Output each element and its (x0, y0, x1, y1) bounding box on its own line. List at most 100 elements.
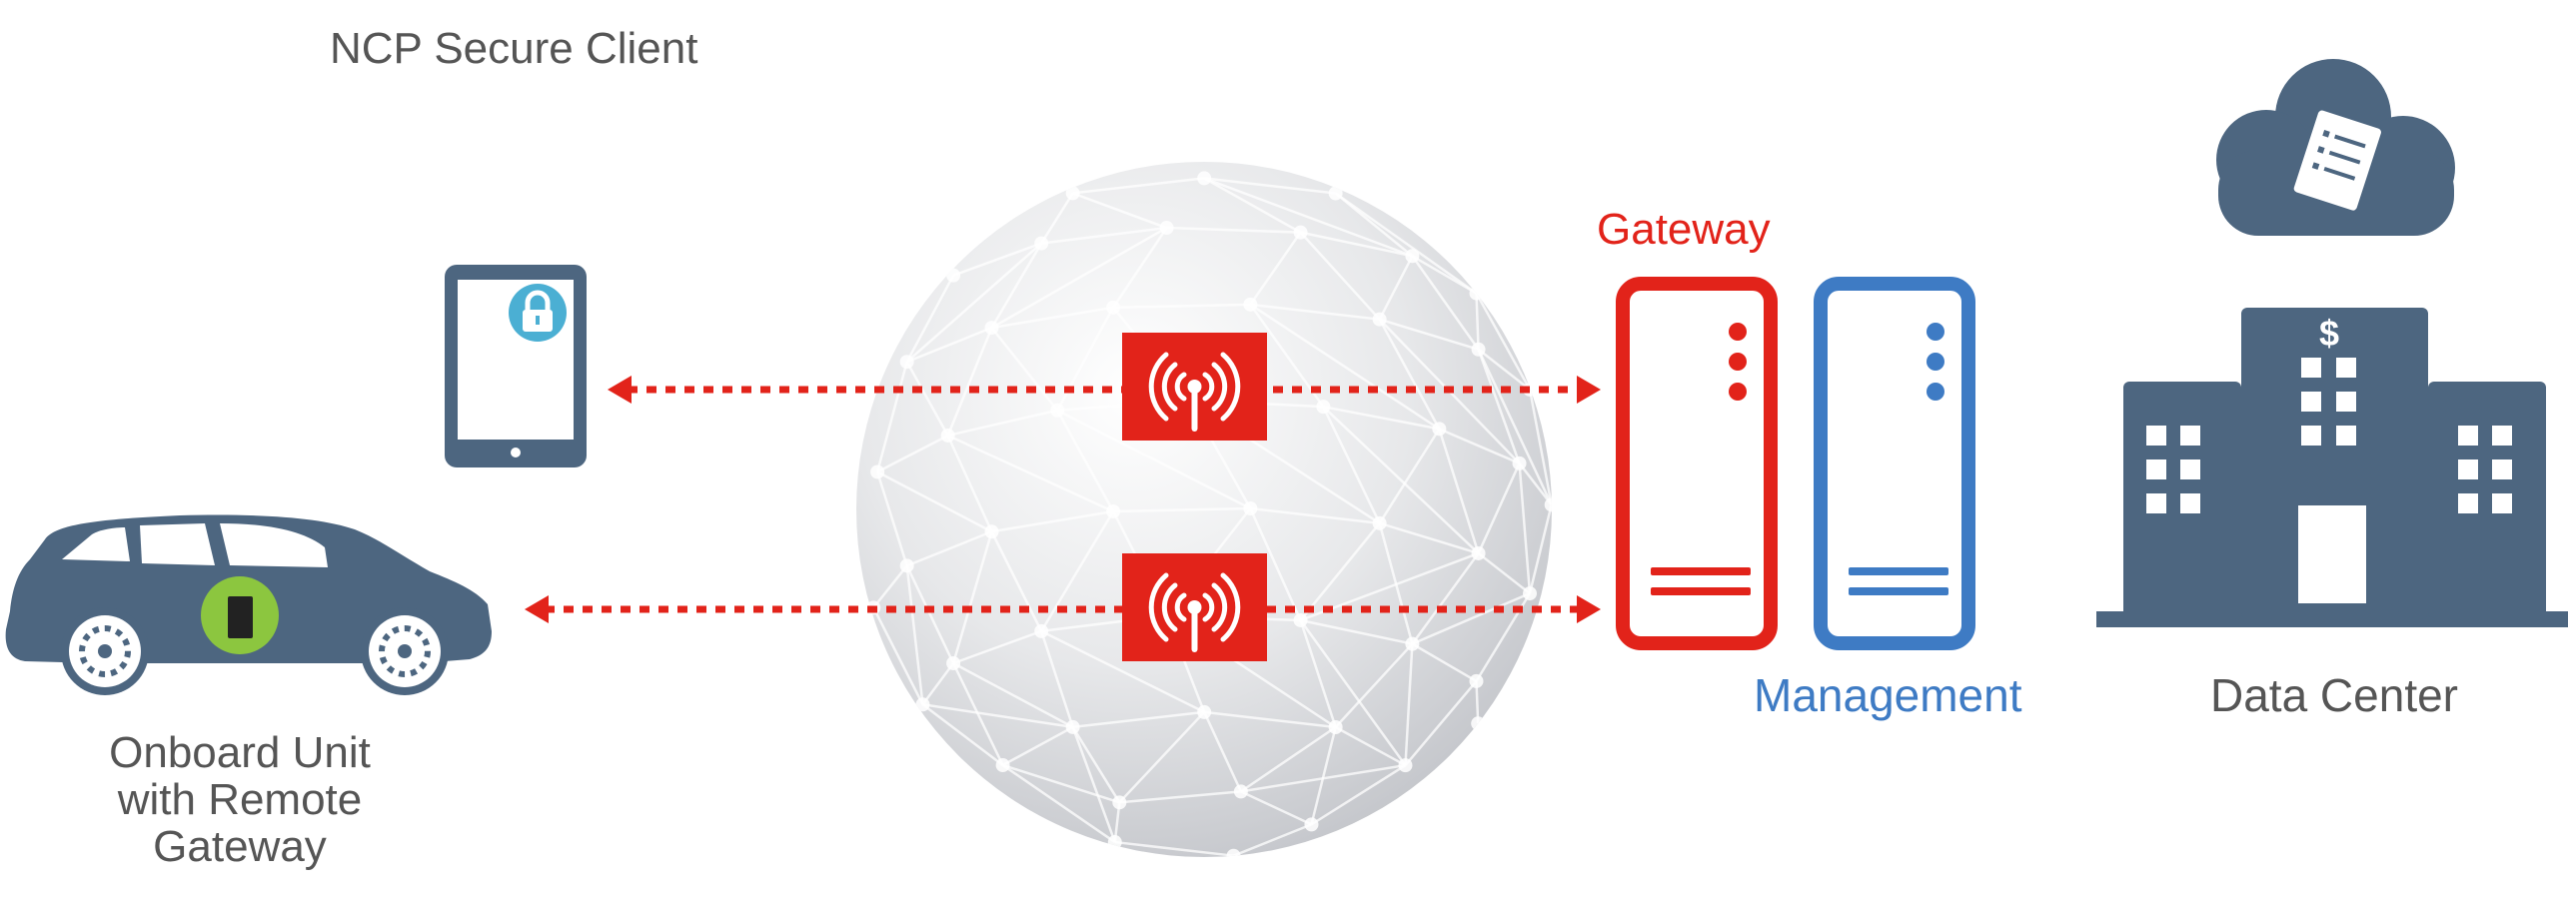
globe-mesh-line (1001, 763, 1116, 844)
globe-mesh-line (1310, 764, 1407, 826)
globe-mesh-line (875, 471, 908, 566)
globe-mesh-node (1471, 716, 1486, 731)
globe-mesh-line (1411, 591, 1531, 645)
arrow-right-icon (1577, 595, 1601, 623)
globe-mesh-line (1475, 293, 1480, 350)
globe-mesh-line (1072, 192, 1168, 230)
globe-mesh-line (990, 327, 1059, 412)
globe-mesh-node (1432, 422, 1447, 437)
globe-mesh-line (1300, 231, 1413, 258)
globe-mesh-line (1040, 629, 1205, 714)
globe-mesh-line (1477, 349, 1521, 464)
globe-mesh-line (1072, 177, 1205, 195)
globe-mesh-node (1293, 612, 1308, 627)
globe-mesh-line (952, 629, 1042, 665)
globe-mesh-line (906, 530, 992, 567)
globe-mesh-node (1233, 784, 1248, 799)
globe-mesh-node (1316, 400, 1331, 415)
globe-mesh-line (1518, 462, 1532, 594)
globe-mesh-line (1040, 192, 1074, 245)
globe-mesh-line (1113, 506, 1251, 513)
globe-mesh-line (1249, 507, 1302, 621)
globe-mesh-line (1378, 255, 1414, 321)
globe-mesh-line (952, 661, 1074, 729)
globe-mesh-line (1001, 725, 1074, 767)
globe-mesh-line (905, 361, 949, 437)
globe-mesh-line (1204, 710, 1336, 729)
globe-mesh-line (1477, 462, 1521, 554)
dollar-icon: $ (2319, 313, 2339, 354)
globe-mesh-node (1293, 225, 1308, 240)
globe-mesh-node (946, 268, 961, 283)
globe-mesh-node (1544, 497, 1552, 512)
globe-mesh-line (1114, 840, 1234, 857)
globe-mesh-line (906, 326, 992, 364)
globe-mesh-line (1477, 348, 1531, 391)
globe-mesh-line (1250, 303, 1380, 321)
globe-mesh-line (1322, 406, 1480, 554)
globe-mesh-line (1056, 410, 1115, 512)
globe-mesh-line (1528, 504, 1552, 594)
globe-mesh-line (1411, 552, 1480, 645)
globe-mesh-node (1304, 817, 1319, 832)
globe-mesh-node (1372, 515, 1387, 530)
globe-mesh-line (990, 226, 1168, 330)
globe-mesh-line (1299, 619, 1337, 728)
globe-mesh-line (1233, 823, 1312, 857)
globe-mesh-line (872, 564, 908, 609)
globe-mesh-line (1379, 318, 1479, 351)
globe-mesh-node (899, 355, 914, 370)
wireless-antenna-icon (1122, 333, 1267, 441)
onboard-label-line: Gateway (153, 822, 327, 871)
globe-mesh-line (1404, 680, 1478, 766)
globe-mesh-line (1477, 551, 1531, 595)
globe-mesh-line (1056, 409, 1251, 510)
globe-mesh-node (1106, 300, 1121, 315)
globe-mesh-node (1405, 249, 1420, 264)
globe-mesh-line (905, 275, 955, 363)
gateway-label: Gateway (1597, 205, 1771, 254)
globe-mesh-node (1471, 545, 1486, 560)
globe-mesh-node (1106, 503, 1121, 518)
globe-mesh-line (991, 306, 1114, 330)
globe-mesh-node (1112, 795, 1127, 810)
globe-mesh-line (1411, 255, 1480, 351)
globe-mesh-line (946, 435, 993, 532)
globe-mesh-line (1071, 726, 1121, 803)
globe-mesh-line (921, 703, 1004, 767)
arrow-right-icon (1577, 376, 1601, 404)
globe-mesh-line (1071, 726, 1116, 843)
globe-mesh-node (1197, 704, 1212, 719)
building-windows (2146, 358, 2512, 603)
globe-mesh-line (1113, 303, 1251, 310)
globe-mesh-node (915, 697, 930, 712)
globe-mesh-node (1471, 342, 1486, 357)
globe-mesh-line (1240, 763, 1406, 793)
globe-mesh-line (1477, 349, 1552, 505)
lock-icon (509, 284, 567, 342)
globe-mesh-line (1249, 231, 1302, 306)
globe-mesh-node (946, 655, 961, 670)
onboard-unit-icon (201, 576, 279, 654)
globe-mesh-line (905, 565, 924, 705)
globe-mesh-line (1112, 227, 1168, 309)
gateway-server-icon (1616, 277, 1778, 650)
globe-mesh-line (905, 564, 955, 664)
wireless-antenna-icon (1122, 553, 1267, 661)
globe-mesh-node (1065, 719, 1080, 734)
globe-mesh-node (1107, 835, 1122, 850)
globe-mesh-line (1118, 711, 1206, 804)
globe-mesh-line (922, 703, 1073, 729)
globe-mesh-line (946, 327, 993, 437)
globe-mesh-node (1243, 500, 1258, 515)
internet-globe (856, 162, 1552, 857)
globe-mesh-line (1240, 790, 1312, 826)
cloud-document-icon (2216, 59, 2455, 236)
globe-mesh-line (1203, 177, 1302, 234)
globe-mesh-line (1438, 428, 1480, 554)
car-wheel (61, 607, 149, 695)
globe-mesh-line (1411, 642, 1478, 682)
globe-mesh-node (1034, 236, 1049, 251)
globe-mesh-line (1300, 618, 1413, 645)
globe-mesh-node (1328, 719, 1343, 734)
